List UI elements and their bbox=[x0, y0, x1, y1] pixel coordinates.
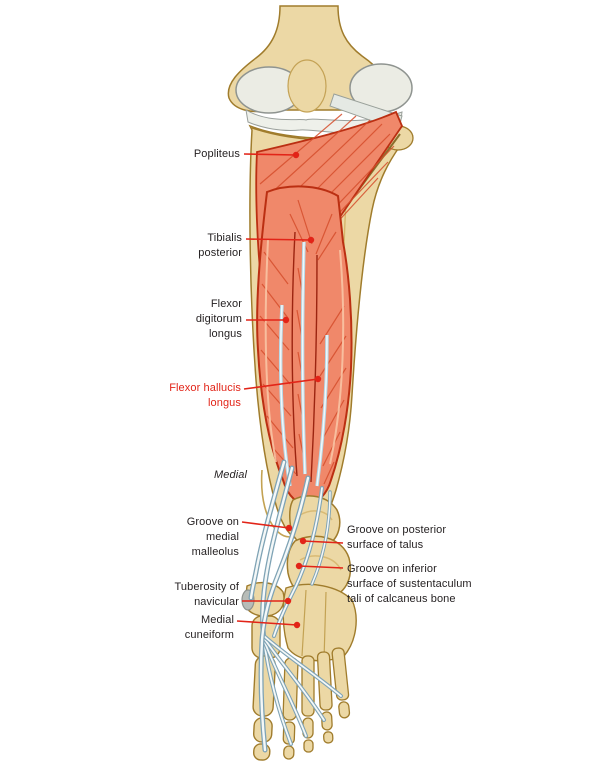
leader-lines bbox=[236, 151, 344, 629]
leader-groove-sustentaculum bbox=[298, 565, 344, 569]
label-groove-talus: Groove on posterior surface of talus bbox=[347, 524, 447, 551]
leader-tibialis-posterior bbox=[245, 238, 312, 241]
leader-groove-medial-malleolus bbox=[241, 521, 290, 529]
leader-medial-cuneiform bbox=[236, 620, 298, 626]
label-tibialis-posterior: Tibialis posterior bbox=[198, 232, 242, 259]
tarsals bbox=[282, 583, 357, 662]
label-popliteus: Popliteus bbox=[193, 148, 240, 160]
label-groove-medial-malleolus: Groove on medial malleolus bbox=[186, 516, 239, 558]
toe-ray-4 bbox=[316, 651, 334, 744]
label-tuberosity-navicular: Tuberosity of navicular bbox=[174, 581, 239, 608]
label-flexor-digitorum-longus: Flexor digitorum longus bbox=[195, 298, 242, 340]
leader-groove-talus bbox=[302, 540, 344, 544]
leader-flexor-hallucis-longus bbox=[243, 378, 319, 390]
leader-popliteus bbox=[243, 153, 297, 156]
toe-ray-5 bbox=[331, 647, 351, 719]
label-groove-sustentaculum: Groove on inferior surface of sustentacu… bbox=[347, 563, 472, 605]
label-medial-orientation: Medial bbox=[214, 469, 248, 481]
deep-flexor-muscles bbox=[256, 185, 353, 506]
label-flexor-hallucis-longus: Flexor hallucis longus bbox=[169, 382, 241, 409]
label-medial-cuneiform: Medial cuneiform bbox=[184, 614, 234, 641]
